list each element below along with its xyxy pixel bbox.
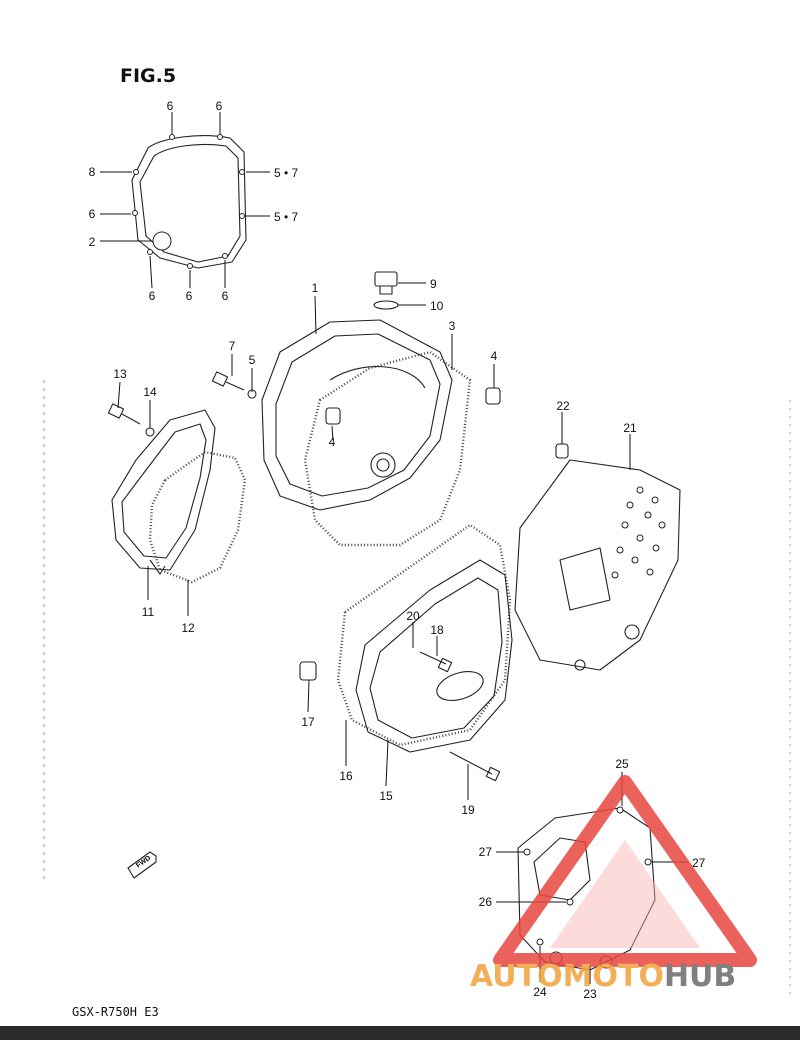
callout-22: 22: [556, 399, 570, 413]
model-label: GSX-R750H E3: [72, 1005, 159, 1019]
callout-27: 27: [692, 856, 706, 870]
callout-2: 2: [89, 235, 96, 249]
clutch-cover-gasket-3: [303, 350, 472, 547]
callout-17: 17: [301, 715, 315, 729]
gasket-leaders: [100, 112, 270, 289]
dowel-pin-17: [299, 661, 317, 681]
callout-25: 25: [615, 757, 629, 771]
callout-11: 11: [142, 605, 155, 619]
callout-21: 21: [623, 421, 637, 435]
callout-9: 9: [430, 277, 437, 291]
watermark-text-red: AUTOMOTO: [470, 959, 664, 994]
callout-20: 20: [406, 609, 420, 623]
oil-filler-cap: [373, 271, 399, 310]
starter-cover: [111, 409, 216, 575]
bolt-18: [419, 651, 453, 673]
callout-6: 6: [222, 289, 229, 303]
callout-10: 10: [430, 299, 444, 313]
callout-27: 27: [479, 845, 493, 859]
generator-cover: [355, 559, 513, 753]
callout-4: 4: [329, 435, 336, 449]
callout-5: 5: [249, 353, 256, 367]
watermark-logo: AUTOMOTOHUB: [470, 775, 757, 994]
callout-3: 3: [449, 319, 456, 333]
sprocket-cover-holes: [611, 486, 666, 579]
clutch-cover-gasket: [131, 134, 247, 269]
fwd-label: FWD: [135, 855, 152, 870]
generator-cover-gasket: [336, 523, 512, 747]
callout-18: 18: [430, 623, 444, 637]
watermark-text: AUTOMOTOHUB: [470, 959, 736, 994]
callout-12: 12: [181, 621, 195, 635]
callout-23: 23: [583, 987, 597, 1001]
callout-8: 8: [89, 165, 96, 179]
callout-6: 6: [167, 99, 174, 113]
clutch-cover: [261, 319, 453, 511]
watermark-text-dark: HUB: [664, 959, 736, 994]
callout-4: 4: [491, 349, 498, 363]
callout-6: 6: [186, 289, 193, 303]
callout-26: 26: [479, 895, 493, 909]
callout-15: 15: [379, 789, 393, 803]
starter-cover-gasket: [148, 450, 247, 584]
callout-6: 6: [89, 207, 96, 221]
callout-5-7: 5 • 7: [274, 166, 299, 180]
callout-6: 6: [216, 99, 223, 113]
bolt-13: [107, 403, 155, 437]
callout-6: 6: [149, 289, 156, 303]
callout-13: 13: [113, 367, 127, 381]
callout-7: 7: [229, 339, 236, 353]
callout-16: 16: [339, 769, 353, 783]
callout-19: 19: [461, 803, 475, 817]
callout-24: 24: [533, 985, 547, 999]
bolt-7: [211, 371, 257, 399]
dowel-pin-4: [325, 387, 501, 425]
bottom-edge-bar: [0, 1026, 800, 1040]
callout-5-7: 5 • 7: [274, 210, 299, 224]
fwd-arrow-icon: FWD: [127, 851, 157, 879]
callout-1: 1: [312, 281, 319, 295]
figure-title: FIG.5: [120, 65, 176, 87]
dowel-pin-22: [555, 443, 569, 459]
watermark-triangle-icon: [493, 775, 757, 967]
sprocket-cover: [514, 459, 681, 671]
callout-14: 14: [143, 385, 157, 399]
bolt-19: [449, 751, 501, 782]
callout-labels: 6 6 8 5 • 7 6 5 • 7 2 6 6 6 9 1 10 3 7 5…: [89, 99, 706, 1001]
